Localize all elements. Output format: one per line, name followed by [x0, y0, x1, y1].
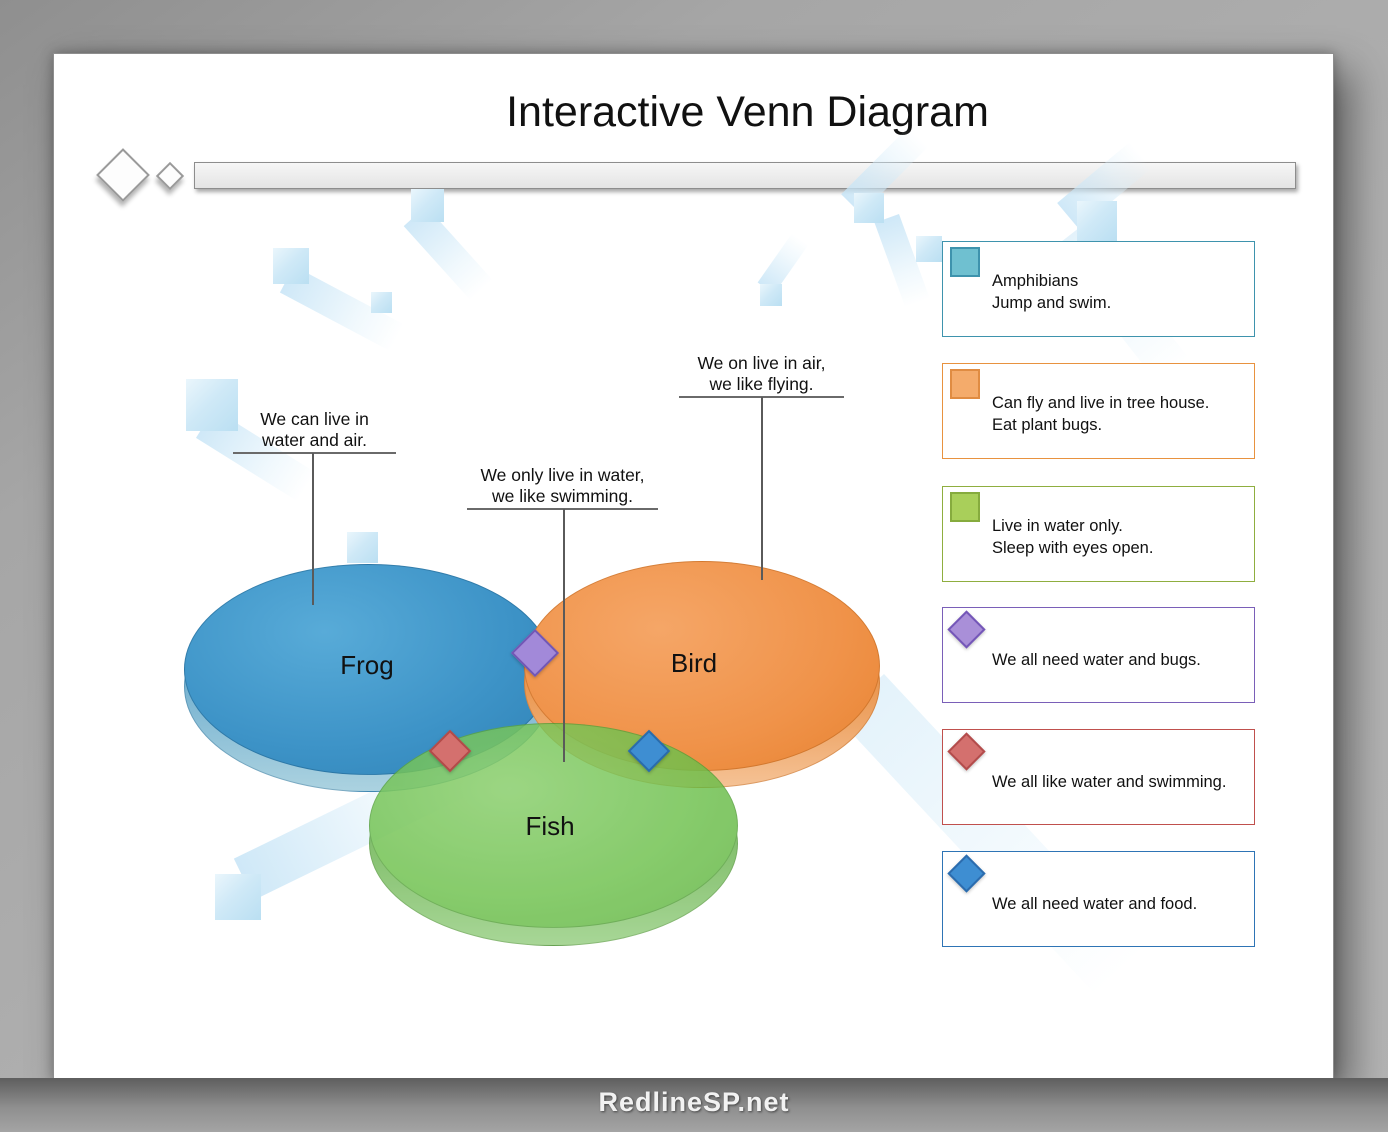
legend-line: Jump and swim. [992, 293, 1112, 312]
callout-frog-leader-line [312, 453, 314, 605]
bottom-strip: RedlineSP.net [0, 1078, 1388, 1132]
legend-box-amphibians[interactable]: Amphibians Jump and swim. [942, 241, 1255, 337]
callout-fish-line1: We only live in water, [480, 465, 645, 485]
callout-fish-line2: we like swimming. [492, 486, 633, 506]
legend-box-bird[interactable]: Can fly and live in tree house. Eat plan… [942, 363, 1255, 459]
decor-cube-icon [215, 874, 261, 920]
decor-cube-icon [411, 189, 444, 222]
legend-text: We all need water and bugs. [992, 650, 1201, 672]
decor-cube-icon [1077, 201, 1117, 241]
fish-ellipse[interactable] [369, 723, 738, 928]
frog-label: Frog [340, 650, 394, 680]
bird-label: Bird [670, 648, 718, 678]
slide-page: Interactive Venn Diagram Frog Bird Fish … [53, 53, 1334, 1080]
callout-frog: We can live in water and air. [233, 409, 396, 451]
callout-bird-line2: we like flying. [709, 374, 814, 394]
callout-bird-underline [679, 396, 844, 398]
legend-line: We all like water and swimming. [992, 773, 1227, 791]
decor-cube-icon [186, 379, 238, 431]
callout-bird: We on live in air, we like flying. [679, 353, 844, 395]
legend-line: Live in water only. [992, 517, 1123, 535]
callout-bird-line1: We on live in air, [697, 353, 826, 373]
legend-text: Can fly and live in tree house. Eat plan… [992, 393, 1209, 436]
legend-text: Amphibians Jump and swim. [992, 271, 1111, 314]
decor-cube-icon [760, 284, 782, 306]
legend-box-fish[interactable]: Live in water only. Sleep with eyes open… [942, 486, 1255, 582]
red-diamond-swatch-icon [947, 732, 986, 771]
callout-fish-underline [467, 508, 658, 510]
blue-diamond-swatch-icon [947, 854, 986, 893]
decor-beam [837, 674, 1144, 996]
legend-text: We all need water and food. [992, 894, 1197, 916]
legend-box-water-and-swimming[interactable]: We all like water and swimming. [942, 729, 1255, 825]
header-diamond-small-icon [155, 161, 185, 191]
callout-fish: We only live in water, we like swimming. [467, 465, 658, 507]
decor-cube-icon [347, 532, 378, 563]
decor-cube-icon [371, 292, 392, 313]
amphibians-square-swatch-icon [950, 247, 980, 277]
legend-line: We all need water and bugs. [992, 651, 1201, 669]
callout-frog-line1: We can live in [260, 409, 369, 429]
purple-diamond-swatch-icon [947, 610, 986, 649]
legend-box-water-and-bugs[interactable]: We all need water and bugs. [942, 607, 1255, 703]
callout-bird-leader-line [761, 397, 763, 580]
callout-fish-leader-line [563, 509, 565, 762]
decor-cube-icon [854, 193, 884, 223]
decor-cube-icon [916, 236, 942, 262]
fish-label: Fish [525, 811, 575, 841]
header-diamond-icon [96, 148, 150, 202]
legend-line: Amphibians [992, 272, 1079, 290]
legend-text: We all like water and swimming. [992, 772, 1226, 794]
callout-frog-underline [233, 452, 396, 454]
callout-frog-line2: water and air. [261, 430, 368, 450]
legend-line: Sleep with eyes open. [992, 538, 1154, 557]
legend-box-water-and-food[interactable]: We all need water and food. [942, 851, 1255, 947]
legend-line: Eat plant bugs. [992, 415, 1103, 434]
legend-text: Live in water only. Sleep with eyes open… [992, 516, 1153, 559]
fish-square-swatch-icon [950, 492, 980, 522]
watermark: RedlineSP.net [598, 1087, 790, 1117]
page-title: Interactive Venn Diagram [506, 88, 989, 136]
bird-square-swatch-icon [950, 369, 980, 399]
decor-cube-icon [273, 248, 309, 284]
legend-line: We all need water and food. [992, 895, 1198, 913]
legend-line: Can fly and live in tree house. [992, 394, 1210, 412]
